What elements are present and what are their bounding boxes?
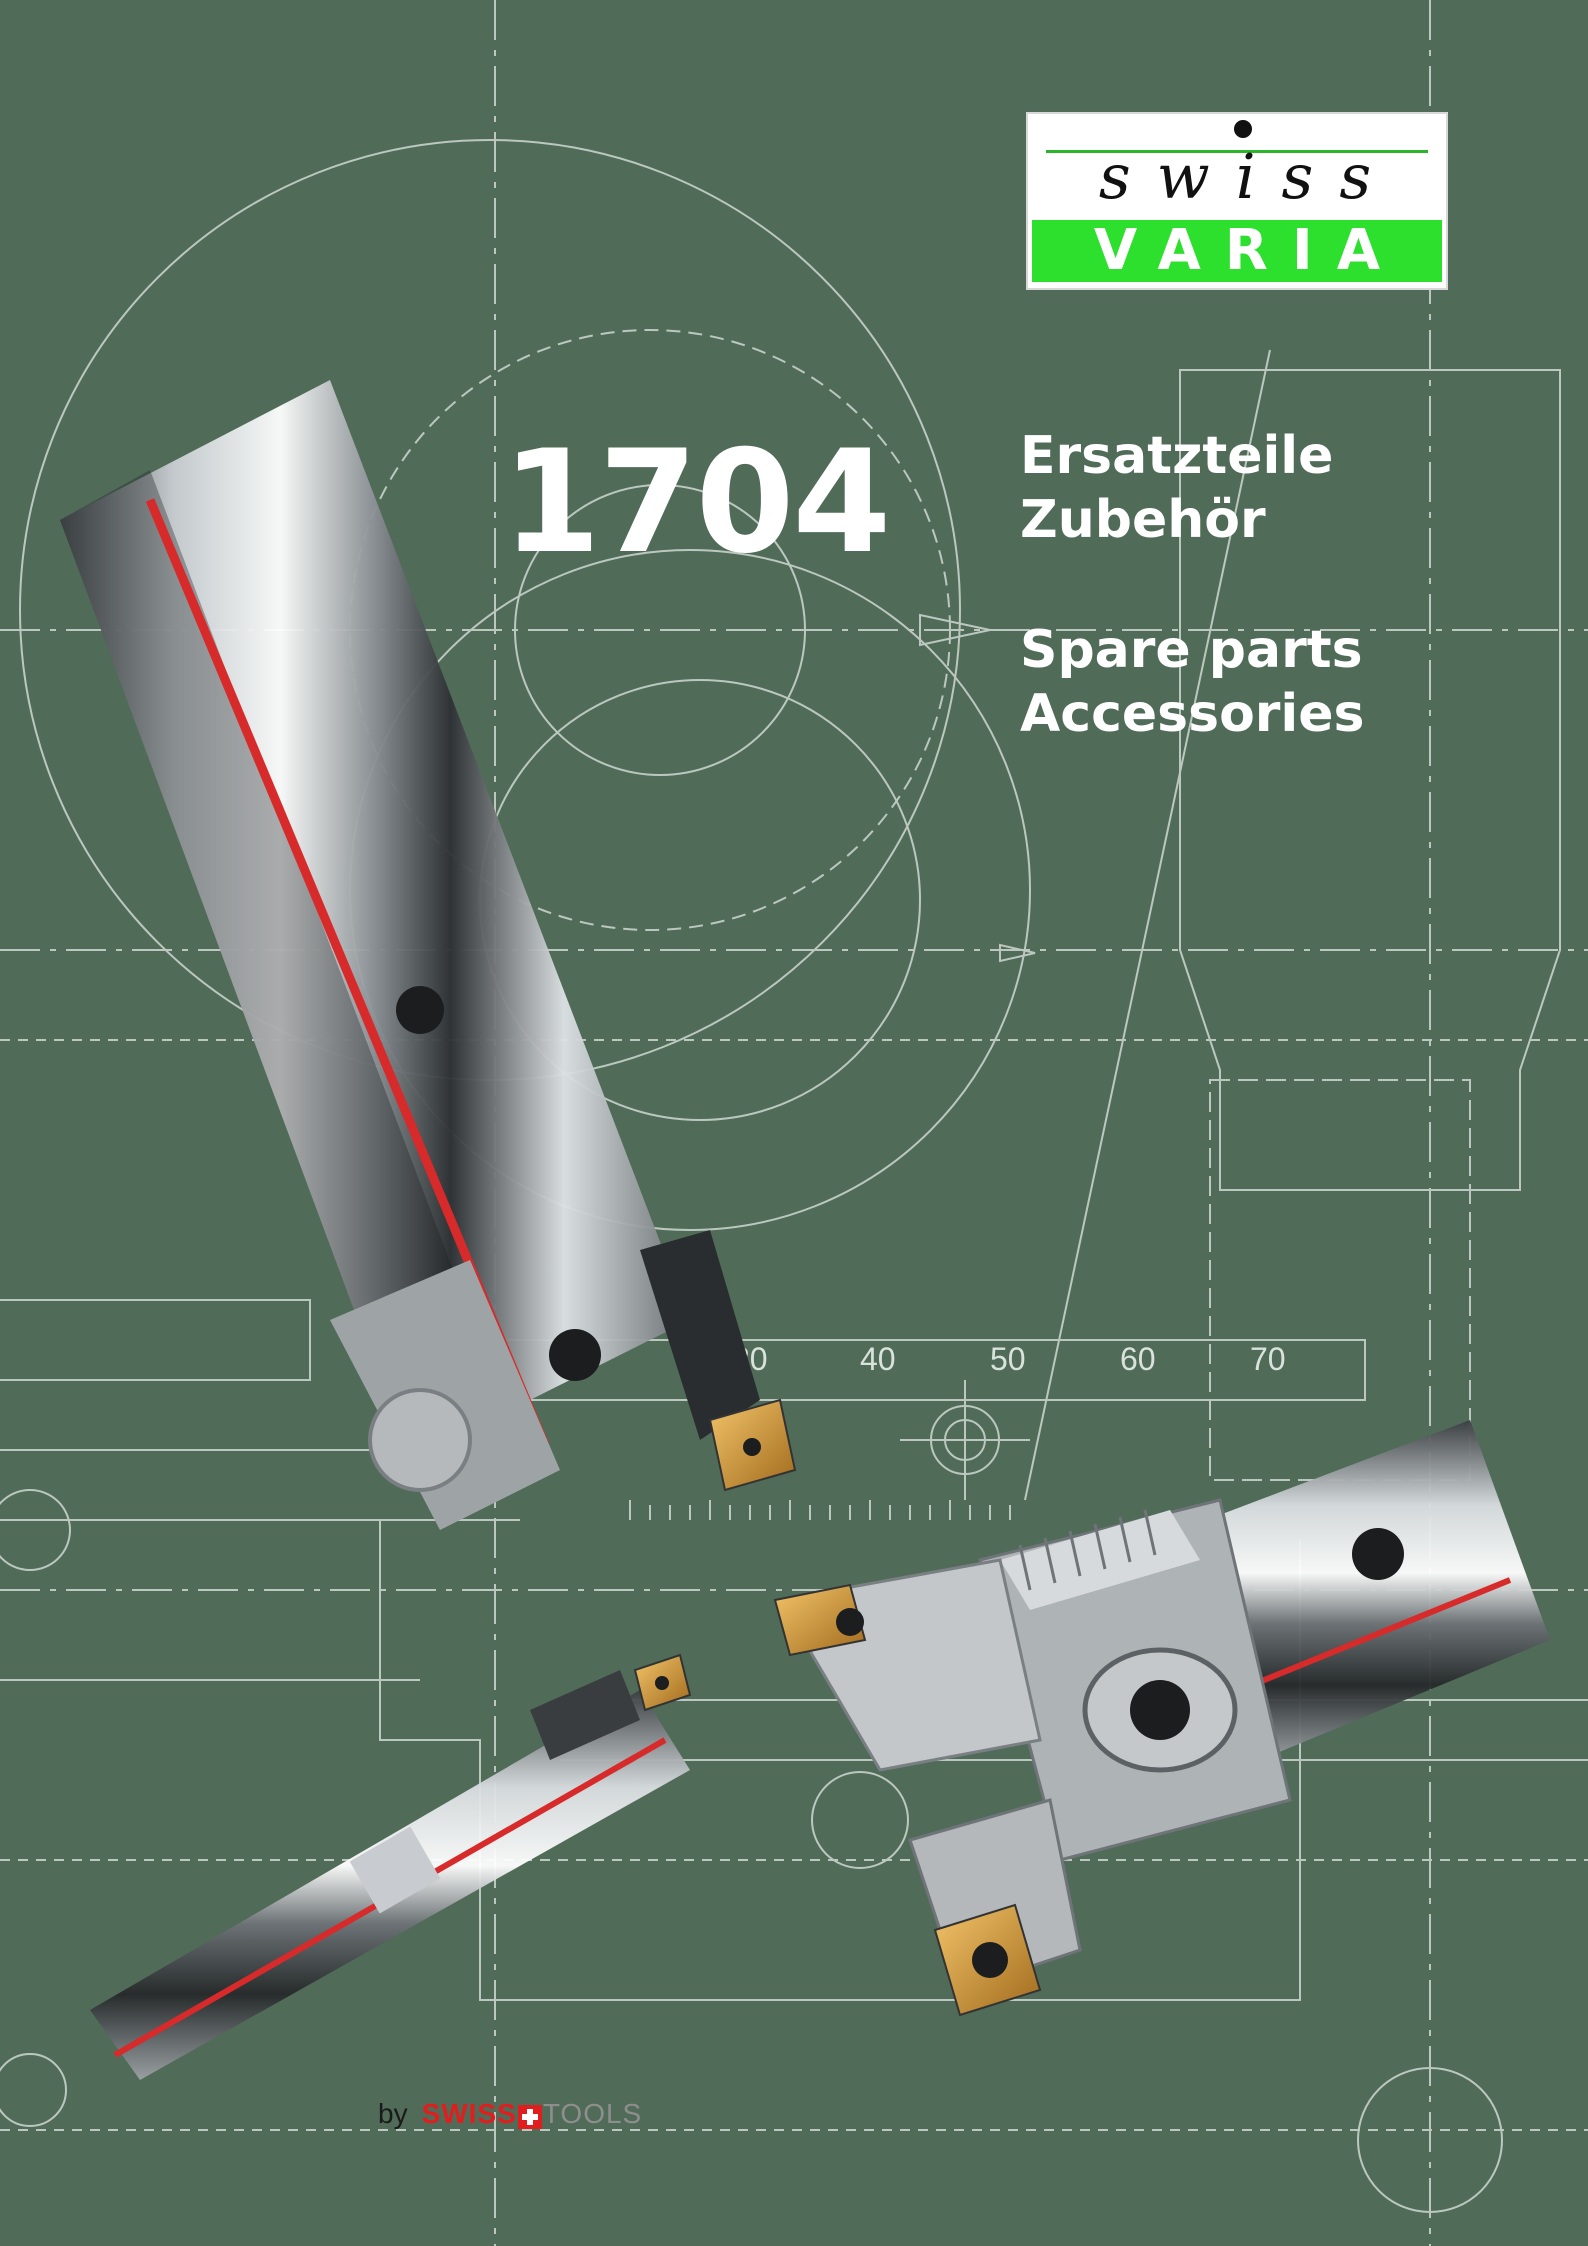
logo-rule (1046, 150, 1428, 153)
boring-bar-large (60, 380, 797, 1530)
english-subtitle-line-1: Spare parts (1020, 620, 1363, 680)
logo-swiss-text: swiss (1098, 140, 1398, 213)
swiss-cross-icon (517, 2105, 542, 2129)
german-subtitle: Ersatzteile Zubehör (1020, 424, 1333, 552)
boring-head (773, 1420, 1550, 2017)
swisstools-tools-text: TOOLS (542, 2098, 643, 2129)
german-subtitle-line-1: Ersatzteile (1020, 426, 1334, 486)
ruler-label: 40 (860, 1341, 896, 1377)
logo-dot (1234, 120, 1252, 138)
ruler-label: 70 (1250, 1341, 1286, 1377)
swisstools-logo: SWISS TOOLS (422, 2098, 643, 2130)
catalog-number: 1704 (502, 420, 891, 585)
swisstools-swiss-text: SWISS (421, 2098, 517, 2129)
ruler-labels: 20 40 50 60 70 (732, 1341, 1286, 1377)
publisher-credit: by SWISS TOOLS (378, 2098, 642, 2130)
logo-varia-band: VARIA (1032, 220, 1442, 282)
english-subtitle: Spare parts Accessories (1020, 618, 1364, 746)
ruler-ticks (629, 1500, 1011, 1520)
boring-bar-small (90, 1653, 692, 2080)
by-label: by (378, 2098, 408, 2129)
swiss-varia-logo: swiss VARIA (1026, 112, 1448, 290)
english-subtitle-line-2: Accessories (1020, 684, 1365, 744)
german-subtitle-line-2: Zubehör (1020, 490, 1266, 550)
ruler-label: 50 (990, 1341, 1026, 1377)
ruler-label: 60 (1120, 1341, 1156, 1377)
logo-varia-text: VARIA (1093, 218, 1405, 283)
